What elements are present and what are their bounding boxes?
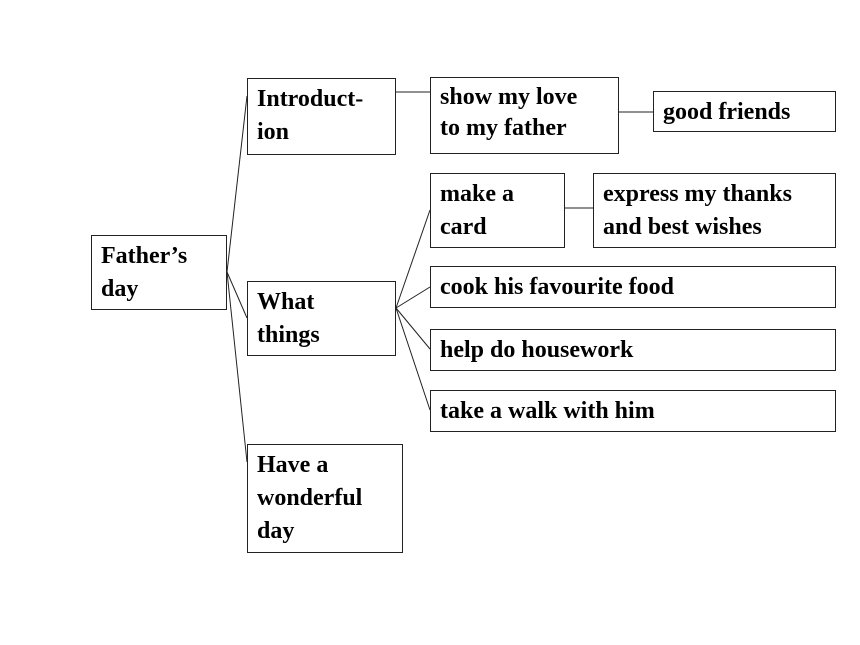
node-have-wonderful-day: Have a wonderful day — [247, 444, 403, 553]
connector-what-cook-food — [395, 286, 431, 309]
node-make-a-card: make a card — [430, 173, 565, 248]
node-help-do-housework: help do housework — [430, 329, 836, 371]
connector-what-make-card — [395, 209, 431, 309]
node-take-a-walk: take a walk with him — [430, 390, 836, 432]
connector-root-introduction — [226, 95, 248, 273]
node-show-my-love: show my love to my father — [430, 77, 619, 154]
connector-what-housework — [395, 307, 431, 350]
connector-root-what-things — [226, 271, 248, 319]
root-node-fathers-day: Father’s day — [91, 235, 227, 310]
connector-root-have-day — [226, 271, 248, 463]
node-good-friends: good friends — [653, 91, 836, 132]
node-cook-favourite-food: cook his favourite food — [430, 266, 836, 308]
connector-what-walk — [395, 307, 431, 411]
node-introduction: Introduct- ion — [247, 78, 396, 155]
node-what-things: What things — [247, 281, 396, 356]
node-express-thanks: express my thanks and best wishes — [593, 173, 836, 248]
